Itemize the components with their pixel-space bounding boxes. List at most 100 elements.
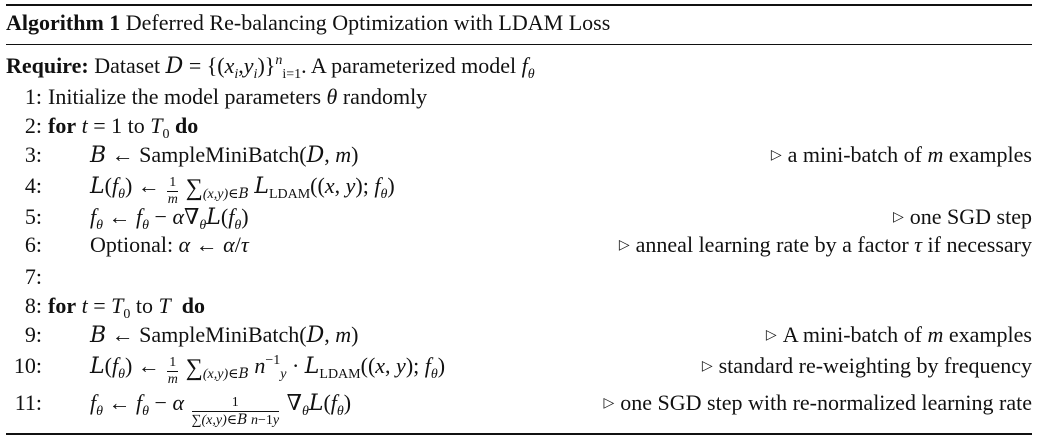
bottom-rule <box>6 433 1032 435</box>
math-tau: τ <box>914 232 923 257</box>
line-comment: ▷ standard re-weighting by frequency <box>702 351 1032 382</box>
line-statement: fθ ← fθ − α∇θL(fθ) <box>90 202 249 233</box>
algo-line-2: 2: for t = 1 to T0 do <box>6 111 1032 142</box>
comment-marker-icon: ▷ <box>893 210 904 225</box>
math-lp: ( <box>104 173 112 198</box>
math-f: f <box>90 204 97 229</box>
line-statement: for t = 1 to T0 do <box>48 111 198 142</box>
math-t: t <box>81 113 88 138</box>
math-f: f <box>136 390 143 415</box>
line-statement: Optional: α ← α/τ <box>90 230 249 260</box>
math-f: f <box>228 204 235 229</box>
kw-to: to <box>135 293 154 318</box>
math-lp: ( <box>310 173 318 198</box>
kw-do: do <box>181 293 206 318</box>
math-sub-theta: θ <box>118 367 125 382</box>
math-sub-theta: θ <box>96 218 104 233</box>
math-comma: , <box>238 53 244 78</box>
comment-marker-icon: ▷ <box>765 328 777 343</box>
frac-den-exp: −1 <box>257 413 273 428</box>
math-lp: ( <box>220 204 229 229</box>
comment-marker-icon: ▷ <box>701 359 713 374</box>
math-arrow: ← <box>111 322 134 347</box>
math-m: m <box>335 142 352 167</box>
line-number: 10: <box>13 353 42 378</box>
algorithm-label: Algorithm 1 <box>6 10 121 35</box>
comment-text: anneal learning rate by a factor <box>635 232 909 257</box>
math-L: L <box>90 174 105 199</box>
math-sub-theta: θ <box>142 218 150 233</box>
math-lp: ( <box>367 353 376 378</box>
comment-text: one SGD step <box>909 204 1032 229</box>
math-f: f <box>136 204 143 229</box>
line-comment: ▷a mini-batch of m examples <box>771 140 1032 171</box>
frac-den-elem: ∈ <box>226 413 238 428</box>
math-rbrace: } <box>264 53 276 78</box>
math-B: B <box>90 323 107 348</box>
math-sub-i2: i <box>253 67 258 82</box>
comment-text: A mini-batch of <box>782 322 923 347</box>
math-n: n <box>254 353 266 378</box>
sum-set: B <box>238 366 249 382</box>
comment-text: standard re-weighting by frequency <box>718 353 1032 378</box>
math-f: f <box>374 173 381 198</box>
algorithm-title-text: Deferred Re-balancing Optimization with … <box>125 10 611 35</box>
line-statement: B ← SampleMiniBatch(D, m) <box>90 320 358 351</box>
math-x: x <box>324 173 335 198</box>
math-slash: / <box>234 232 241 257</box>
line-number: 8: <box>24 293 42 318</box>
math-y: y <box>396 353 406 378</box>
math-sub-ldam: LDAM <box>268 187 311 202</box>
math-rp: ) <box>257 53 265 78</box>
line-statement: for t = T0 to T do <box>48 291 206 322</box>
line-number: 3: <box>24 142 42 167</box>
line-number: 2: <box>24 113 42 138</box>
line-statement: Initialize the model parameters θ random… <box>48 82 427 112</box>
math-D: D <box>306 143 325 168</box>
algo-line-6: 6: Optional: α ← α/τ ▷anneal learning ra… <box>6 230 1032 260</box>
math-nabla: ∇ <box>286 390 302 415</box>
dataset-word: Dataset <box>94 53 161 78</box>
fn-samplemb: SampleMiniBatch <box>139 142 300 167</box>
math-lp: ( <box>217 53 225 78</box>
line-number: 7: <box>24 264 42 289</box>
algo-line-8: 8: for t = T0 to T do <box>6 291 1032 322</box>
comment-text: one SGD step with re-normalized learning… <box>620 390 1032 415</box>
math-L: L <box>304 354 320 379</box>
math-sub-theta: θ <box>336 404 344 419</box>
algo-line-9: 9: B ← SampleMiniBatch(D, m) ▷A mini-bat… <box>6 320 1032 350</box>
math-T: T <box>111 293 124 318</box>
math-eq: = <box>93 293 106 318</box>
math-L: L <box>254 174 269 199</box>
math-rp: ) <box>355 173 363 198</box>
algo-line-7: 7: <box>6 262 1032 292</box>
math-comma: , <box>385 353 391 378</box>
math-sub-theta: θ <box>527 67 535 82</box>
math-x: x <box>224 53 235 78</box>
math-semi: ; <box>413 353 420 378</box>
frac-den-index: (x,y) <box>201 413 227 428</box>
line-number: 6: <box>24 232 42 257</box>
math-one: 1 <box>111 113 123 138</box>
math-rp: ) <box>241 204 249 229</box>
math-sub-theta: θ <box>118 187 125 202</box>
math-lp: ( <box>360 353 368 378</box>
math-cdot: · <box>291 353 300 378</box>
math-lp: ( <box>299 142 307 167</box>
math-f: f <box>330 390 337 415</box>
math-sub-theta: θ <box>234 218 242 233</box>
fraction: 1∑(x,y)∈B n−1y <box>191 396 280 428</box>
math-sum: ∑ <box>185 175 203 201</box>
math-D: D <box>306 323 325 348</box>
math-lp: ( <box>323 390 331 415</box>
frac-den-y: y <box>272 413 280 428</box>
math-sub-y: y <box>280 367 287 382</box>
math-comma: , <box>324 142 330 167</box>
frac-den: m <box>167 372 178 387</box>
math-comma: , <box>324 322 330 347</box>
math-sum: ∑ <box>185 355 203 381</box>
math-semi: ; <box>362 173 369 198</box>
comment-text: a mini-batch of <box>787 142 923 167</box>
